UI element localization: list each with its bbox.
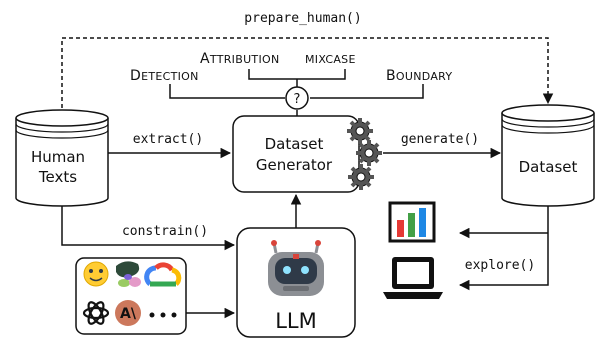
human-texts-node: Human Texts bbox=[15, 109, 109, 207]
robot-icon bbox=[268, 240, 324, 296]
generate-edge: generate() bbox=[383, 132, 502, 159]
explore-label: explore() bbox=[465, 258, 535, 273]
llm-node: LLM bbox=[236, 227, 356, 338]
task-mixcase: MIXCASE bbox=[305, 53, 356, 66]
task-boundary: BOUNDARY bbox=[386, 68, 452, 84]
human-texts-label-line1: Human bbox=[31, 148, 85, 166]
generator-label-line1: Dataset bbox=[265, 135, 324, 153]
prepare-human-edge: prepare_human() bbox=[61, 11, 554, 108]
database-icon bbox=[501, 104, 595, 207]
task-attribution: ATTRIBUTION bbox=[200, 51, 279, 67]
task-detection: DETECTION bbox=[130, 68, 199, 84]
ellipsis-icon bbox=[149, 312, 177, 318]
svg-text:?: ? bbox=[294, 92, 301, 107]
huggingface-icon bbox=[83, 261, 109, 287]
svg-text:A\: A\ bbox=[120, 306, 137, 322]
dark-green-logo bbox=[116, 261, 141, 287]
openai-icon bbox=[82, 301, 110, 325]
gear-icon bbox=[347, 118, 382, 190]
dataset-node: Dataset bbox=[501, 104, 595, 207]
laptop-icon bbox=[383, 257, 443, 299]
generator-label-line2: Generator bbox=[256, 156, 333, 174]
extract-edge: extract() bbox=[108, 132, 232, 159]
anthropic-icon: A\ bbox=[115, 300, 141, 326]
constrain-edge: constrain() bbox=[61, 206, 236, 251]
constrain-label: constrain() bbox=[122, 224, 208, 239]
human-texts-label-line2: Texts bbox=[38, 168, 77, 186]
question-icon: ? bbox=[285, 86, 309, 110]
extract-label: extract() bbox=[133, 132, 203, 147]
task-bracket bbox=[169, 69, 424, 116]
task-labels: ATTRIBUTION MIXCASE DETECTION BOUNDARY bbox=[130, 51, 452, 84]
google-cloud-icon bbox=[144, 262, 182, 287]
model-providers-box: A\ bbox=[75, 257, 187, 335]
dataset-generator-node: Dataset Generator bbox=[232, 115, 360, 193]
prepare-human-label: prepare_human() bbox=[244, 11, 361, 26]
dataset-label: Dataset bbox=[519, 158, 578, 176]
database-icon bbox=[15, 109, 109, 207]
explore-edge: explore() bbox=[458, 206, 549, 291]
bar-chart-icon bbox=[388, 201, 436, 243]
generate-label: generate() bbox=[401, 132, 479, 147]
llm-label: LLM bbox=[275, 309, 317, 333]
